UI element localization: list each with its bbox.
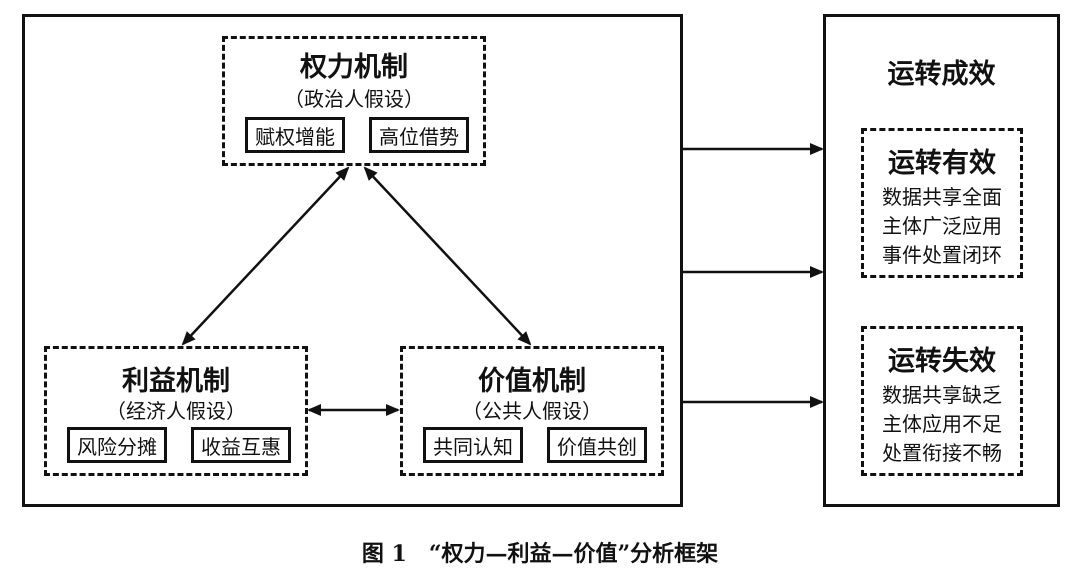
ineffective-line-1: 数据共享缺乏 xyxy=(882,383,1002,407)
interest-mechanism-subtitle: （经济人假设） xyxy=(106,399,246,423)
power-item-empowerment: 赋权增能 xyxy=(245,117,345,153)
effective-line-1: 数据共享全面 xyxy=(882,185,1002,209)
arrow-power-interest xyxy=(181,166,350,346)
effective-outcome-lines: 数据共享全面 主体广泛应用 事件处置闭环 xyxy=(864,183,1020,270)
power-mechanism-subtitle: （政治人假设） xyxy=(284,87,424,111)
power-mechanism-title: 权力机制 xyxy=(300,52,408,83)
effective-outcome-title: 运转有效 xyxy=(888,148,996,179)
framework-frame xyxy=(22,14,683,507)
power-item-leverage: 高位借势 xyxy=(369,117,469,153)
ineffective-outcome-box: 运转失效 数据共享缺乏 主体应用不足 处置衔接不畅 xyxy=(861,326,1023,476)
interest-item-mutual-benefit: 收益互惠 xyxy=(191,427,291,463)
ineffective-outcome-lines: 数据共享缺乏 主体应用不足 处置衔接不畅 xyxy=(864,381,1020,468)
interest-item-risk-sharing: 风险分摊 xyxy=(67,427,167,463)
value-item-shared-cognition: 共同认知 xyxy=(423,427,523,463)
effective-line-2: 主体广泛应用 xyxy=(882,214,1002,238)
effective-line-3: 事件处置闭环 xyxy=(882,243,1002,267)
value-item-value-cocreation: 价值共创 xyxy=(547,427,647,463)
figure-caption: 图 1 “权力—利益—价值”分析框架 xyxy=(361,541,719,567)
value-mechanism-title: 价值机制 xyxy=(478,366,586,397)
ineffective-outcome-title: 运转失效 xyxy=(888,346,996,377)
value-mechanism-box: 价值机制 （公共人假设） 共同认知 价值共创 xyxy=(400,346,664,476)
ineffective-line-2: 主体应用不足 xyxy=(882,412,1002,436)
effective-outcome-box: 运转有效 数据共享全面 主体广泛应用 事件处置闭环 xyxy=(861,128,1023,278)
value-mechanism-subtitle: （公共人假设） xyxy=(462,399,602,423)
outcome-title: 运转成效 xyxy=(887,59,996,90)
power-mechanism-box: 权力机制 （政治人假设） 赋权增能 高位借势 xyxy=(222,36,486,166)
interest-mechanism-title: 利益机制 xyxy=(122,366,230,397)
arrow-power-value xyxy=(363,166,532,346)
interest-mechanism-box: 利益机制 （经济人假设） 风险分摊 收益互惠 xyxy=(44,346,308,476)
ineffective-line-3: 处置衔接不畅 xyxy=(882,441,1002,465)
outcome-frame xyxy=(823,14,1060,507)
